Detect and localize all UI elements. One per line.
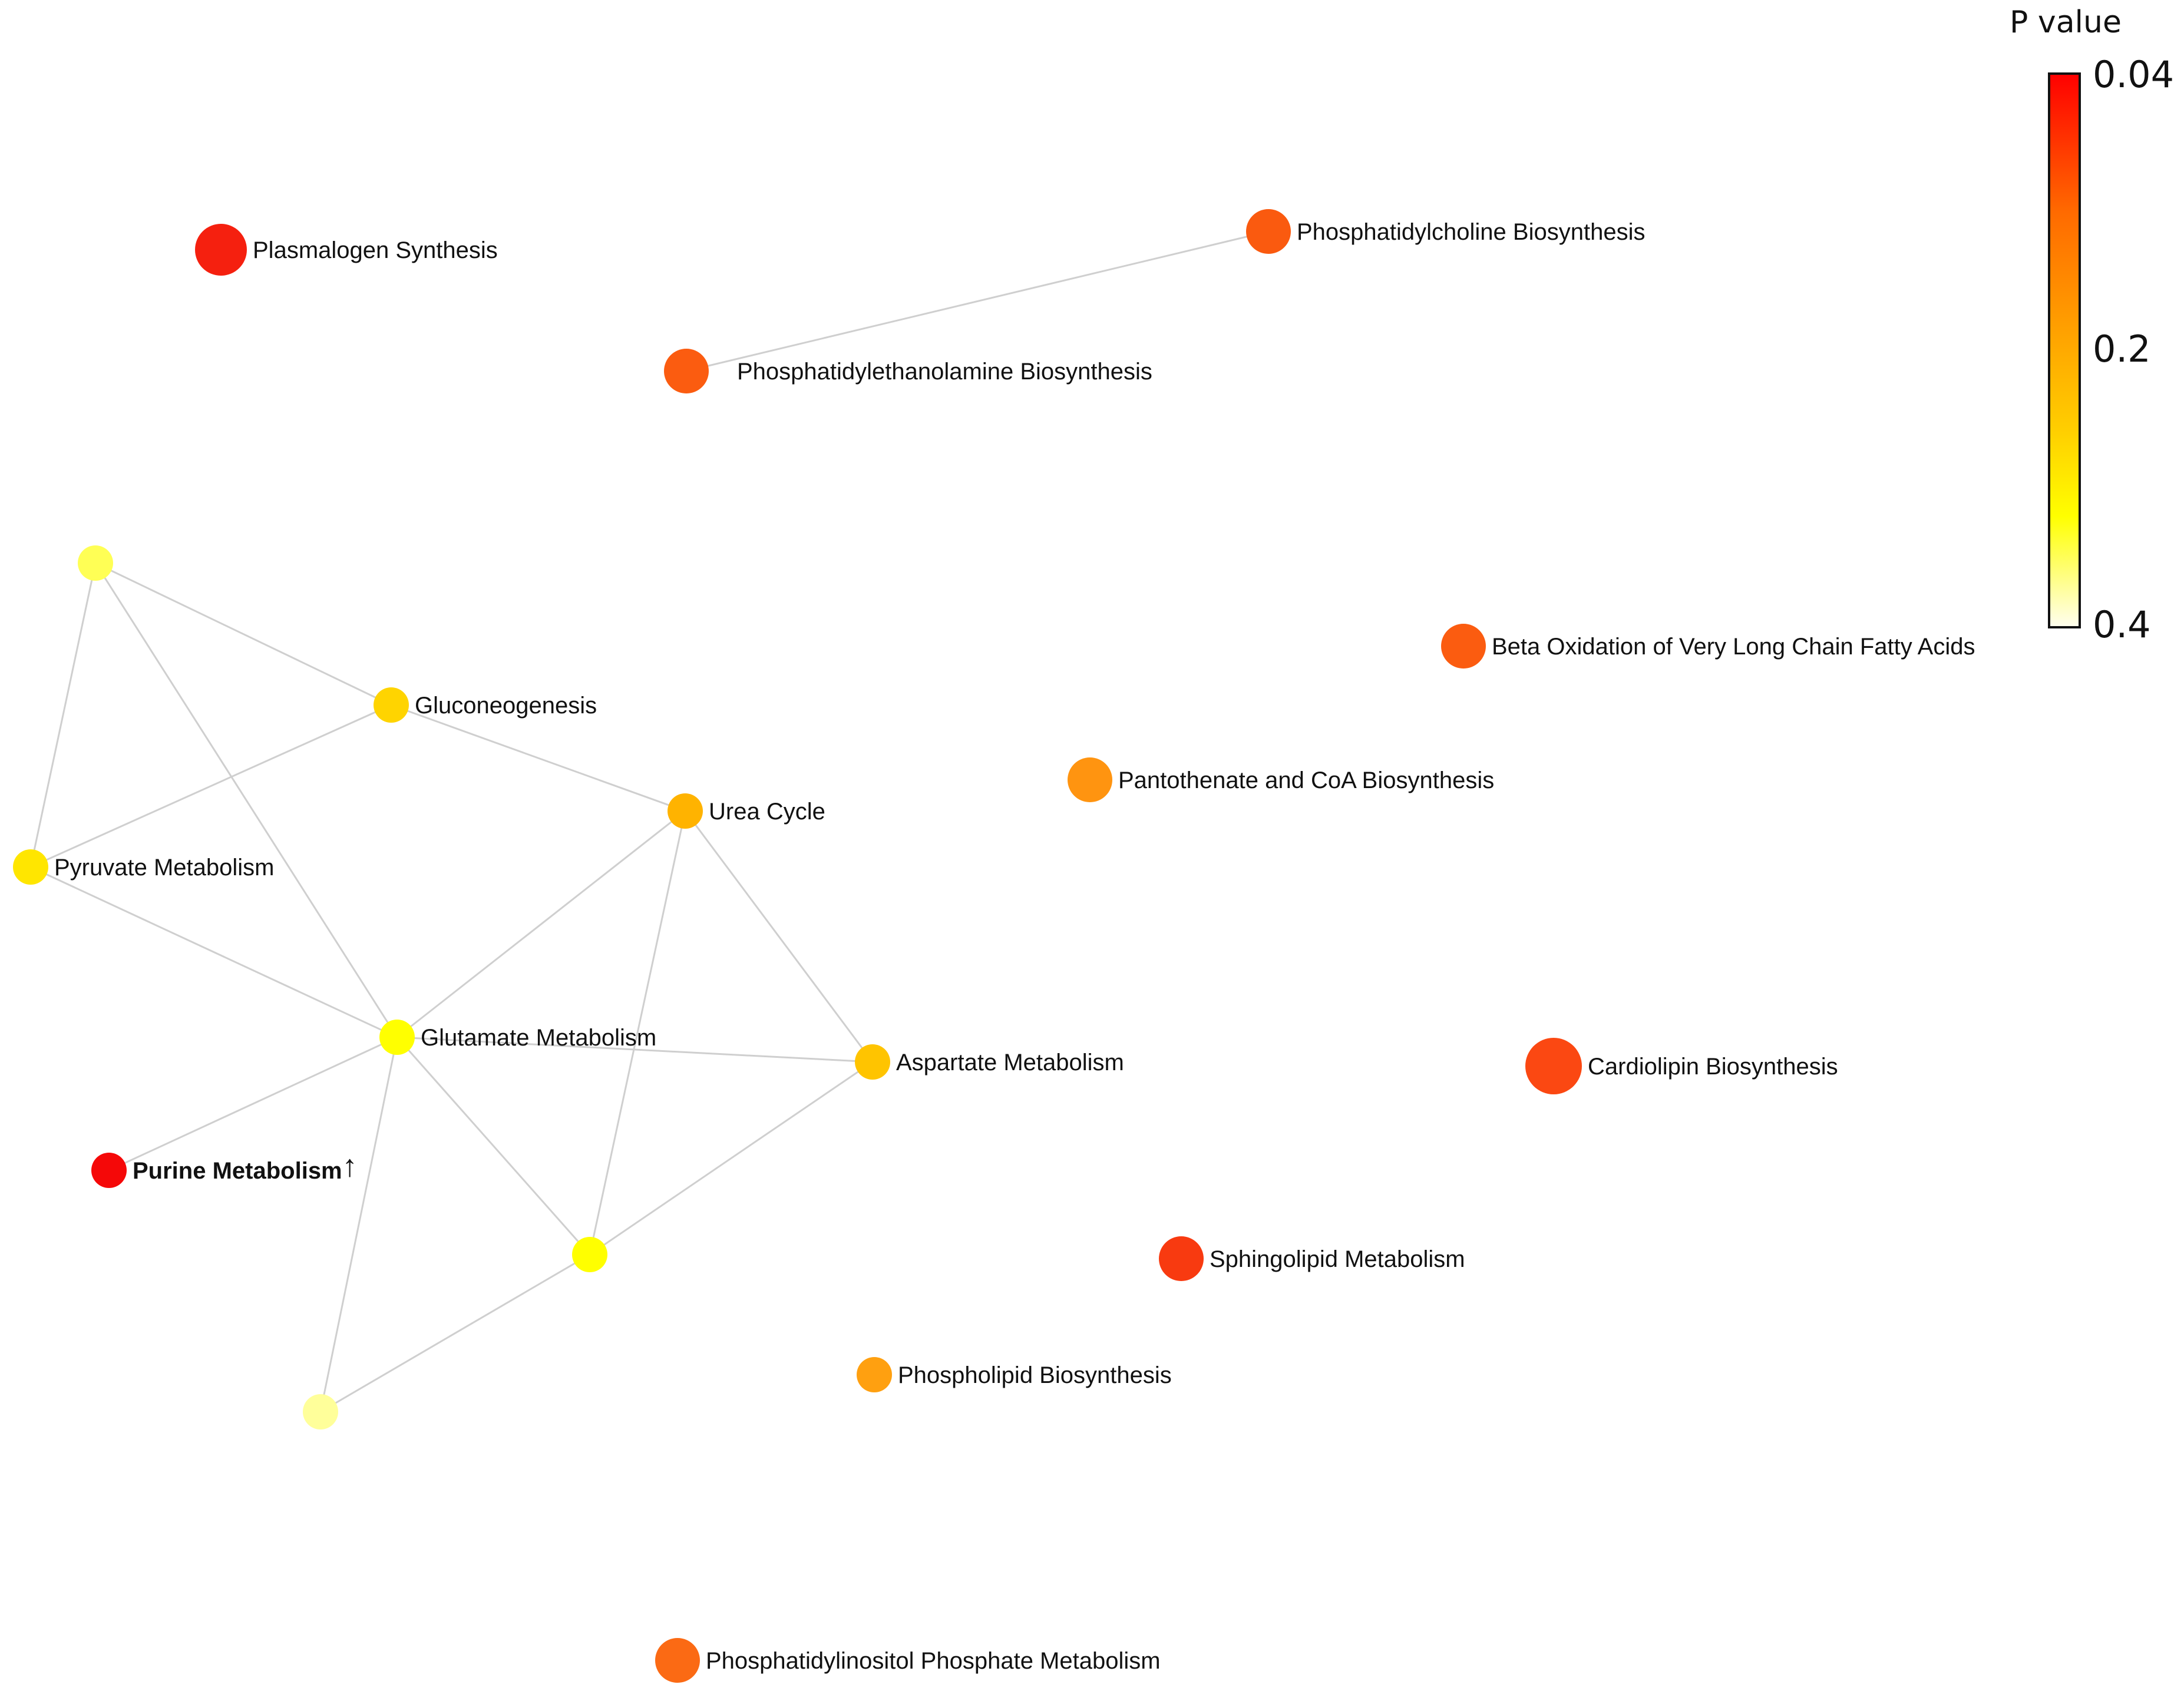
node-circle[interactable] [13, 849, 48, 885]
node-label: Urea Cycle [709, 799, 825, 825]
node-label: Phospholipid Biosynthesis [898, 1362, 1172, 1388]
node-unlabeled-1[interactable] [78, 545, 113, 581]
node-label: Pantothenate and CoA Biosynthesis [1118, 767, 1494, 793]
node-circle[interactable] [1246, 209, 1291, 254]
node-label: Beta Oxidation of Very Long Chain Fatty … [1492, 634, 1975, 660]
edge-pc-pe [686, 230, 1269, 372]
node-sphingolipid[interactable]: Sphingolipid Metabolism [1159, 1236, 1465, 1281]
edge-gluconeo-pyruvate [30, 704, 392, 868]
edge-unlabeled-1-glutamate [94, 562, 398, 1038]
edge-glutamate-unlabeled-2 [396, 1037, 591, 1255]
node-urea[interactable]: Urea Cycle [668, 793, 825, 829]
node-circle[interactable] [91, 1153, 127, 1188]
node-circle[interactable] [572, 1237, 607, 1272]
edge-unlabeled-1-gluconeo [95, 562, 392, 706]
node-unlabeled-2[interactable] [572, 1237, 607, 1272]
edge-urea-unlabeled-2 [589, 810, 686, 1255]
node-plasmalogen[interactable]: Plasmalogen Synthesis [195, 224, 498, 276]
node-circle[interactable] [78, 545, 113, 581]
edge-glutamate-purine [108, 1036, 398, 1172]
node-betaox[interactable]: Beta Oxidation of Very Long Chain Fatty … [1441, 624, 1975, 669]
edge-urea-aspartate [684, 810, 874, 1063]
node-pyruvate[interactable]: Pyruvate Metabolism [13, 849, 274, 885]
legend-tick-top: 0.04 [2093, 53, 2174, 96]
node-circle[interactable] [855, 1044, 890, 1080]
node-circle[interactable] [374, 687, 409, 723]
legend-title: P value [2010, 5, 2122, 40]
node-circle[interactable] [195, 224, 247, 276]
node-circle[interactable] [379, 1020, 415, 1055]
node-circle[interactable] [1159, 1236, 1204, 1281]
edge-glutamate-unlabeled-3 [319, 1037, 398, 1412]
edges-layer [29, 230, 1269, 1413]
node-cardiolipin[interactable]: Cardiolipin Biosynthesis [1525, 1038, 1838, 1094]
up-arrow-icon: ↑ [342, 1149, 358, 1183]
node-purine[interactable]: Purine Metabolism↑ [91, 1149, 358, 1188]
node-label: Sphingolipid Metabolism [1210, 1246, 1465, 1272]
nodes-layer: Plasmalogen Synthesis Phosphatidylcholine… [13, 209, 1975, 1683]
node-label: Phosphatidylinositol Phosphate Metabolis… [706, 1648, 1161, 1674]
node-unlabeled-3[interactable] [303, 1394, 338, 1429]
edge-urea-glutamate [397, 810, 686, 1038]
node-pip[interactable]: Phosphatidylinositol Phosphate Metabolis… [655, 1638, 1161, 1683]
node-label: Purine Metabolism↑ [133, 1149, 358, 1184]
node-phospholipid[interactable]: Phospholipid Biosynthesis [857, 1357, 1172, 1392]
node-circle[interactable] [303, 1394, 338, 1429]
edge-gluconeo-urea [391, 704, 686, 812]
node-label: Pyruvate Metabolism [54, 855, 274, 881]
node-circle[interactable] [668, 793, 703, 829]
node-pc[interactable]: Phosphatidylcholine Biosynthesis [1246, 209, 1645, 254]
node-label: Aspartate Metabolism [896, 1050, 1124, 1076]
node-label: Plasmalogen Synthesis [253, 237, 498, 263]
node-pantothenate[interactable]: Pantothenate and CoA Biosynthesis [1068, 757, 1494, 802]
node-circle[interactable] [1441, 624, 1486, 669]
node-circle[interactable] [1525, 1038, 1582, 1094]
node-pe[interactable]: Phosphatidylethanolamine Biosynthesis [664, 349, 1152, 393]
edge-aspartate-unlabeled-2 [589, 1061, 873, 1256]
legend-tick-middle: 0.2 [2093, 327, 2151, 370]
edge-unlabeled-2-unlabeled-3 [320, 1253, 590, 1413]
node-circle[interactable] [857, 1357, 892, 1392]
node-glutamate[interactable]: Glutamate Metabolism [379, 1020, 656, 1055]
edge-pyruvate-glutamate [30, 866, 398, 1038]
node-label: Cardiolipin Biosynthesis [1588, 1054, 1838, 1080]
p-value-legend: P value 0.04 0.2 0.4 [2010, 5, 2174, 646]
node-label: Glutamate Metabolism [421, 1025, 656, 1051]
node-label: Phosphatidylcholine Biosynthesis [1297, 219, 1645, 245]
node-aspartate[interactable]: Aspartate Metabolism [855, 1044, 1124, 1080]
legend-tick-bottom: 0.4 [2093, 603, 2151, 646]
edge-unlabeled-1-pyruvate [29, 562, 97, 868]
node-circle[interactable] [1068, 757, 1112, 802]
legend-color-bar [2048, 72, 2081, 628]
node-label: Phosphatidylethanolamine Biosynthesis [737, 359, 1152, 385]
node-gluconeo[interactable]: Gluconeogenesis [374, 687, 597, 723]
node-label: Gluconeogenesis [415, 693, 597, 719]
node-circle[interactable] [655, 1638, 700, 1683]
edge-glutamate-aspartate [397, 1036, 873, 1063]
node-circle[interactable] [664, 349, 709, 393]
